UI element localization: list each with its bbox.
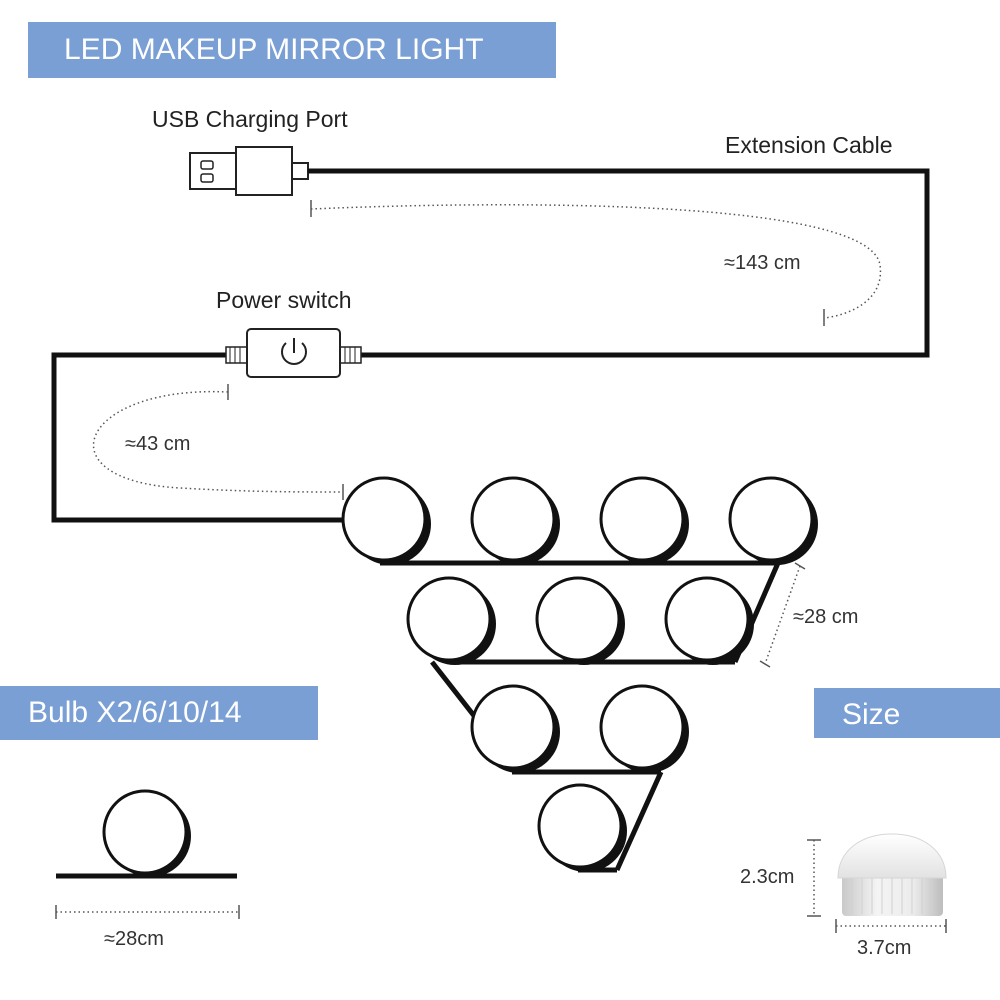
bulb bbox=[341, 476, 431, 565]
bulb-width-text: 3.7cm bbox=[857, 937, 912, 959]
extension-length-guide bbox=[310, 204, 882, 319]
power-switch-label: Power switch bbox=[216, 287, 352, 313]
bulb-product-photo bbox=[807, 833, 947, 933]
page-title: LED MAKEUP MIRROR LIGHT bbox=[64, 33, 484, 66]
size-banner: Size bbox=[814, 688, 1000, 738]
bulb-options-banner: Bulb X2/6/10/14 bbox=[0, 686, 318, 740]
bulb-detail bbox=[55, 789, 240, 919]
extension-cable bbox=[308, 168, 930, 358]
size-label: Size bbox=[842, 698, 901, 731]
extension-length-text: ≈143 cm bbox=[724, 252, 801, 274]
usb-plug-icon bbox=[189, 146, 309, 196]
bulb bbox=[537, 783, 627, 872]
bulb bbox=[535, 576, 625, 665]
usb-port-label: USB Charging Port bbox=[152, 106, 348, 132]
bulb bbox=[406, 576, 496, 665]
bulb bbox=[470, 684, 560, 773]
bulb bbox=[470, 476, 560, 565]
bulbs-group bbox=[341, 476, 818, 872]
bulb bbox=[599, 684, 689, 773]
bulb bbox=[664, 576, 754, 665]
bulb bbox=[728, 476, 818, 565]
bulb bbox=[599, 476, 689, 565]
bulb-detail-length-text: ≈28cm bbox=[104, 928, 164, 950]
switch-length-text: ≈43 cm bbox=[125, 433, 191, 455]
bulb-height-text: 2.3cm bbox=[740, 866, 795, 888]
bulb-options-label: Bulb X2/6/10/14 bbox=[28, 696, 242, 729]
bulb-spacing-text: ≈28 cm bbox=[793, 606, 859, 628]
power-switch-icon bbox=[225, 328, 362, 378]
title-banner: LED MAKEUP MIRROR LIGHT bbox=[28, 22, 556, 78]
extension-cable-label: Extension Cable bbox=[725, 132, 893, 158]
switch-cable bbox=[51, 352, 345, 523]
bulb-spacing-guide bbox=[764, 565, 801, 665]
